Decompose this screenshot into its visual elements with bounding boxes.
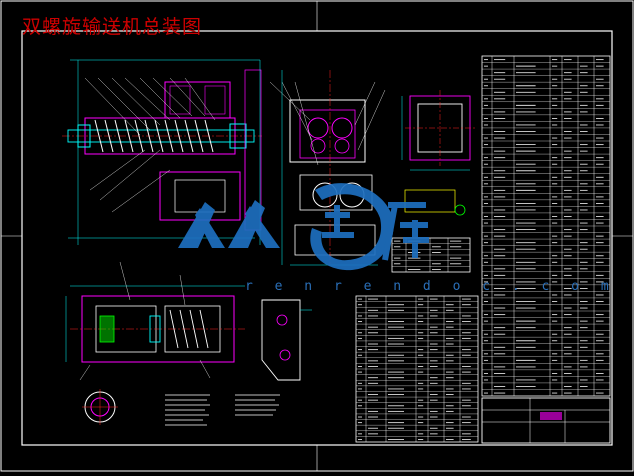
bracket-detail bbox=[261, 299, 312, 381]
section-view bbox=[65, 261, 245, 381]
shaft-cross-section bbox=[82, 389, 118, 425]
inlet-flange-view bbox=[401, 90, 475, 216]
watermark-url: r e n r e n d o c . c o m bbox=[245, 279, 616, 294]
spec-table bbox=[391, 237, 471, 273]
bom-table-bottom bbox=[355, 295, 479, 443]
technical-notes bbox=[165, 394, 280, 426]
drawing-title: 双螺旋输送机总装图 bbox=[22, 16, 203, 38]
bom-table-right bbox=[481, 55, 611, 397]
renrendoc-logo-icon bbox=[178, 183, 429, 271]
front-view bbox=[62, 59, 262, 245]
title-block bbox=[481, 397, 611, 444]
